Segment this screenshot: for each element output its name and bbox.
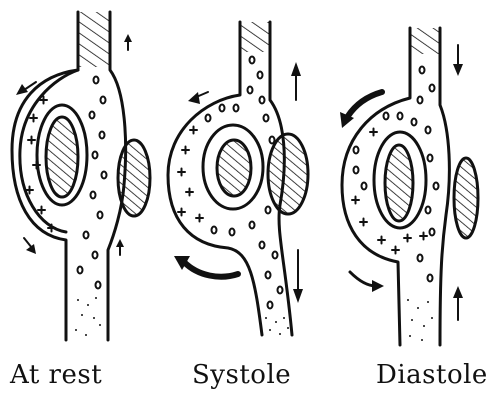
panel-systole [168,22,308,335]
stipple [407,299,433,341]
stipple [265,317,289,335]
valve-oval-inner [46,117,78,197]
stipple [75,297,101,336]
plus-marks [178,127,203,222]
caption-at-rest: At rest [10,360,102,390]
hatched-vessel-top [410,28,440,54]
panel-diastole [340,28,478,345]
panel-at-rest [12,12,150,340]
side-leaflet [118,140,150,216]
caption-row: At rest Systole Diastole [0,360,500,400]
side-leaflet [454,158,478,238]
hatched-vessel-top [240,22,270,52]
caption-systole: Systole [192,360,291,390]
valve-oval-inner [385,145,413,221]
caption-diastole: Diastole [376,360,488,390]
valve-oval-inner [217,140,251,196]
side-leaflet [268,134,308,214]
hatched-vessel-top [78,12,110,67]
